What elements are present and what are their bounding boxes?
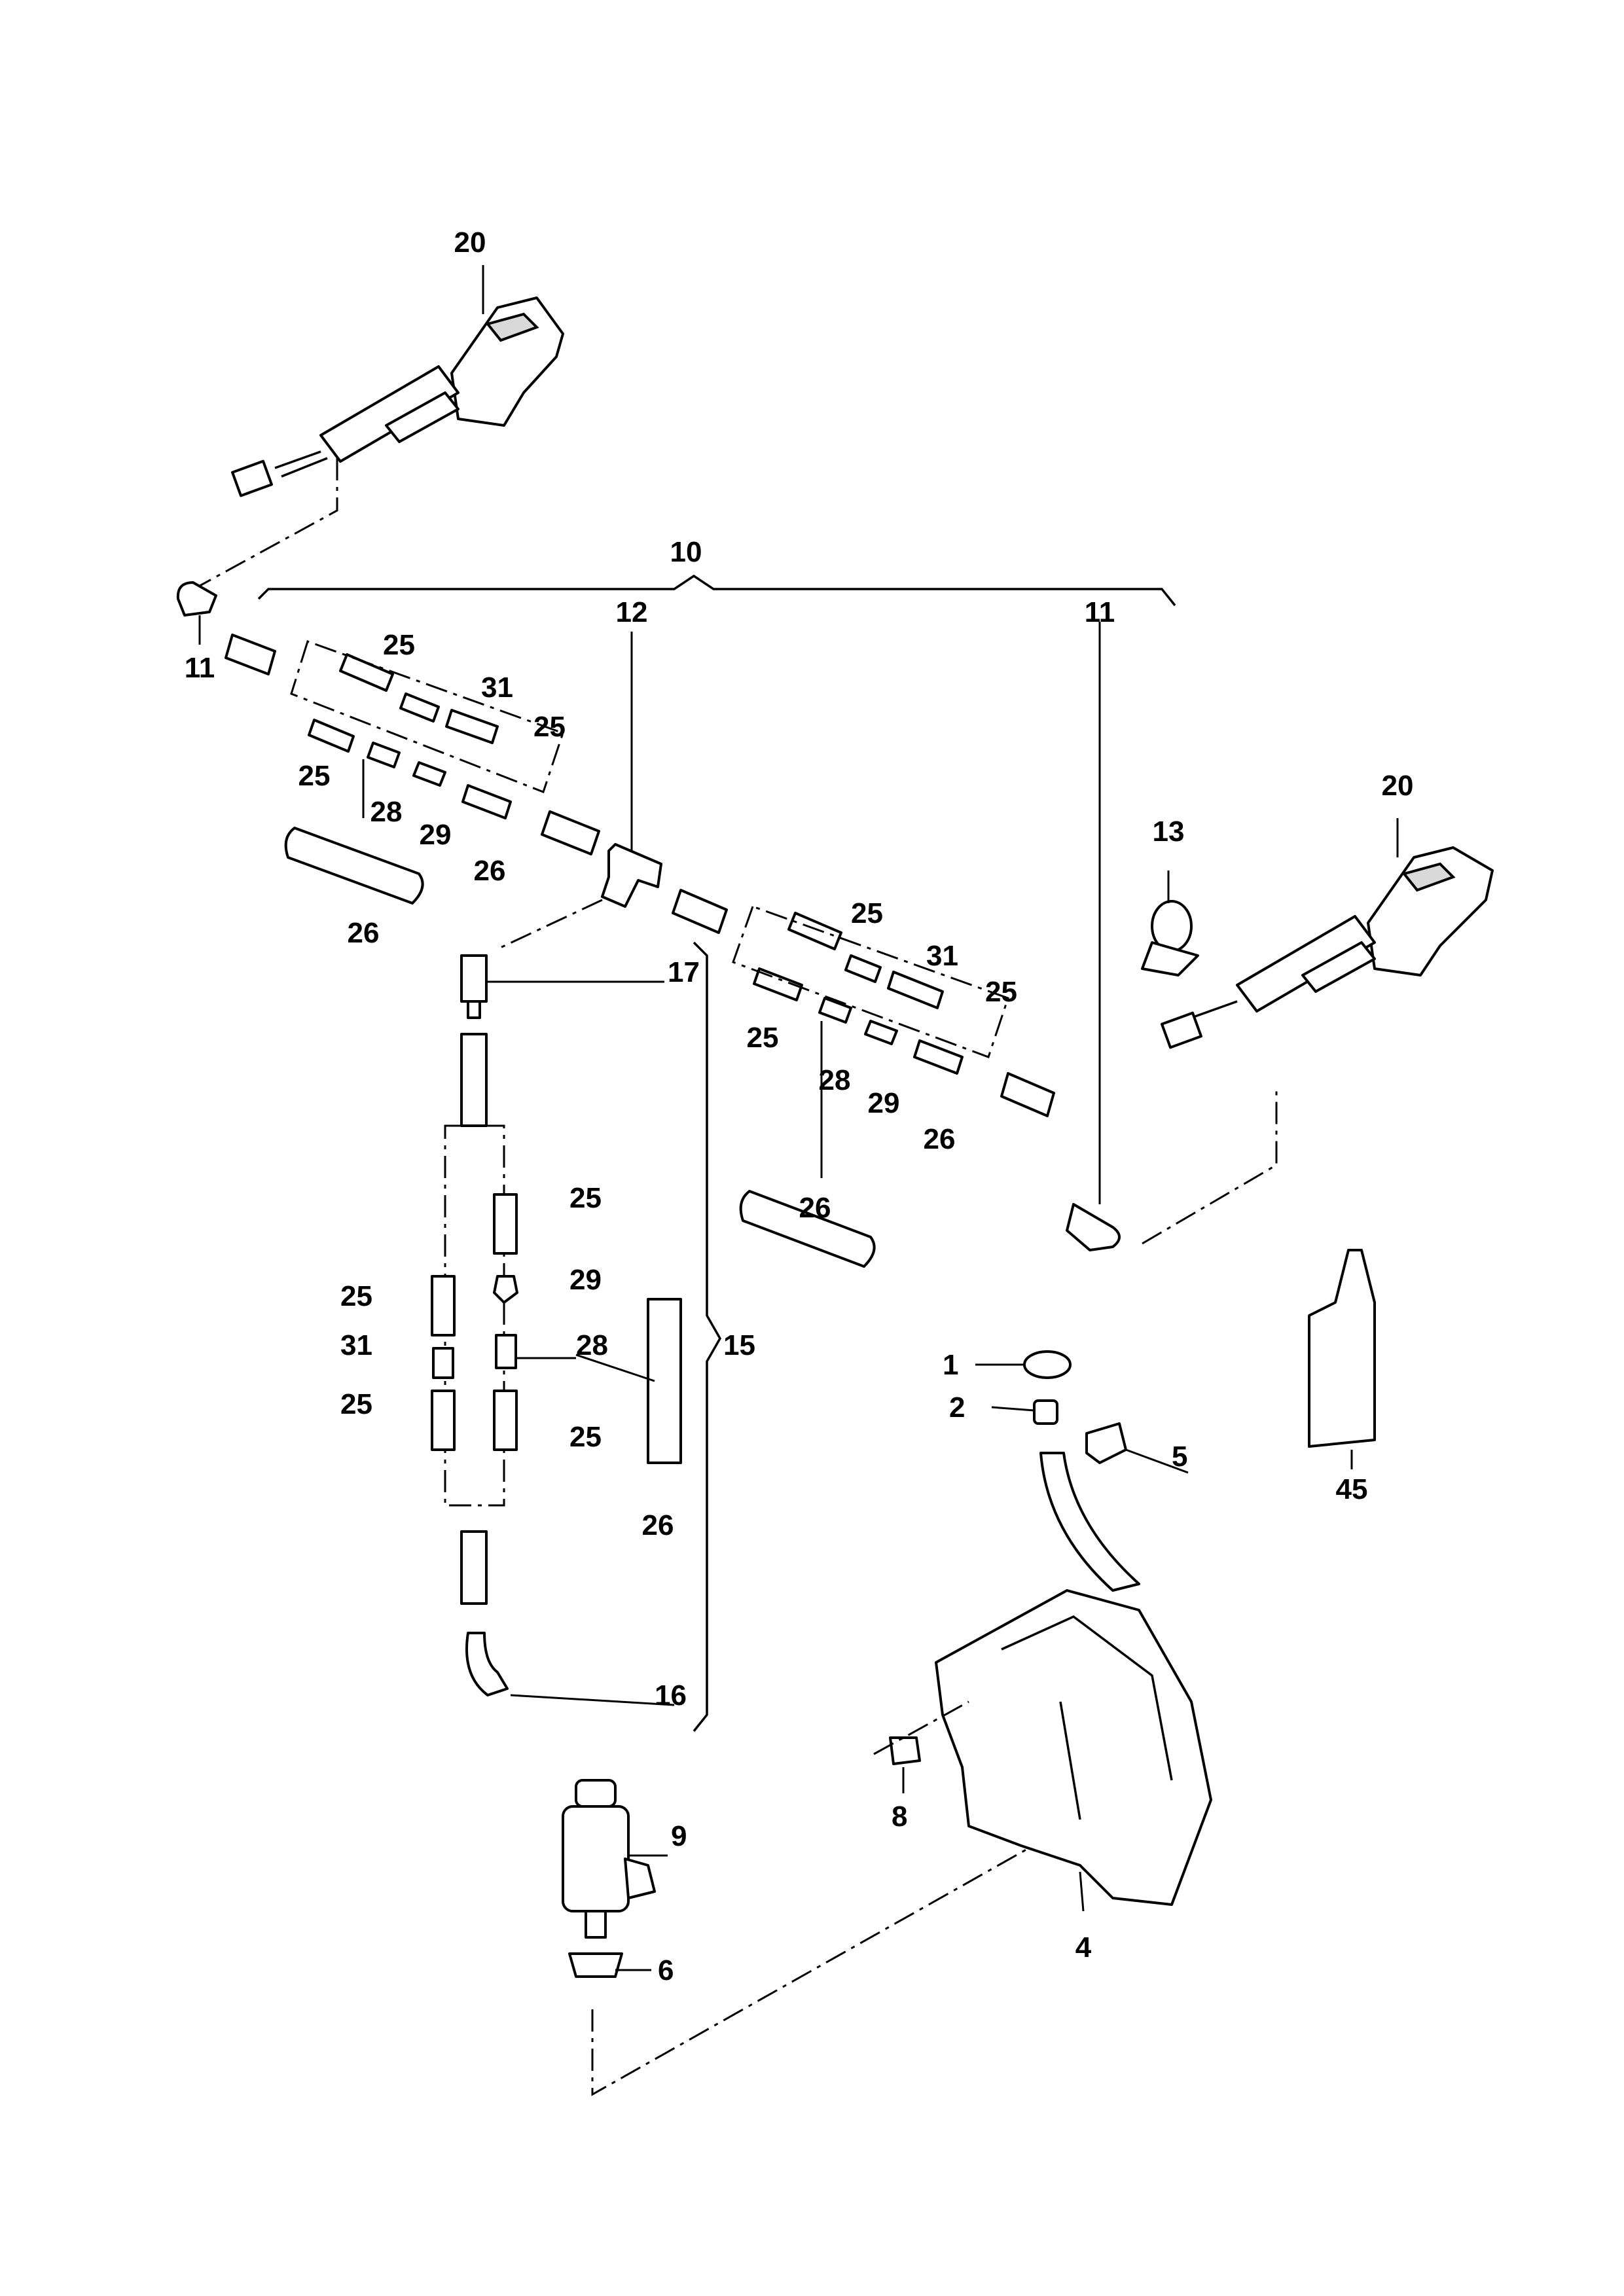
callout-25-f: 25: [747, 1022, 779, 1054]
callout-26-e: 26: [642, 1509, 674, 1541]
callout-5: 5: [1172, 1441, 1187, 1473]
callout-29-b: 29: [868, 1087, 900, 1119]
elbow-hose-left: [176, 581, 217, 617]
washer-fluid-bottle: [1308, 1249, 1376, 1448]
washer-reservoir: [935, 1589, 1212, 1906]
callout-28-b: 28: [819, 1064, 851, 1096]
callout-11-right: 11: [1085, 596, 1115, 628]
callout-16: 16: [655, 1679, 687, 1712]
callout-1: 1: [943, 1349, 958, 1381]
pump-grommet: [568, 1952, 623, 1978]
callout-12: 12: [616, 596, 648, 628]
callout-45: 45: [1336, 1473, 1368, 1505]
hose-clip: [1141, 900, 1199, 977]
filler-neck: [1039, 1452, 1140, 1592]
callout-17: 17: [668, 956, 700, 988]
callout-31-b: 31: [926, 940, 958, 972]
elbow-hose-right: [1066, 1203, 1121, 1251]
bracket-10: [257, 574, 1176, 607]
hose-assembly-right: [672, 889, 1055, 1268]
callout-29-c: 29: [569, 1264, 602, 1296]
bracket-15: [693, 941, 722, 1732]
callout-8: 8: [892, 1801, 907, 1833]
hose-assembly-vertical: [431, 954, 682, 1696]
callout-31-a: 31: [481, 672, 513, 704]
filler-seal: [1033, 1399, 1058, 1425]
callout-25-i: 25: [340, 1388, 372, 1420]
callout-20-right: 20: [1382, 770, 1414, 802]
callout-31-c: 31: [340, 1329, 372, 1361]
callout-26-d: 26: [799, 1192, 831, 1224]
callout-25-d: 25: [851, 897, 883, 929]
callout-25-e: 25: [985, 976, 1017, 1008]
nut-8: [889, 1736, 921, 1765]
level-sensor-clip: [1085, 1422, 1127, 1464]
callout-20-left: 20: [454, 226, 486, 259]
callout-26-c: 26: [924, 1123, 956, 1155]
callout-25-h: 25: [340, 1280, 372, 1312]
callout-25-c: 25: [298, 760, 331, 792]
callout-15: 15: [723, 1329, 755, 1361]
callout-26-b: 26: [348, 917, 380, 949]
callout-25-g: 25: [569, 1182, 602, 1214]
washer-pump: [562, 1779, 656, 1939]
callout-11-left: 11: [185, 652, 215, 684]
leader-lines: [198, 265, 1399, 1971]
callout-28-c: 28: [576, 1329, 608, 1361]
callout-13: 13: [1153, 816, 1185, 848]
washer-nozzle-right: [1161, 846, 1494, 1049]
callout-labels: 20 10 11 12 11 25 31 25 25 28 29 26 26 1…: [185, 226, 1414, 1986]
callout-29-a: 29: [420, 819, 452, 851]
callout-6: 6: [658, 1954, 674, 1986]
callout-28-a: 28: [370, 796, 403, 828]
washer-nozzle-left: [231, 296, 564, 497]
callout-25-j: 25: [569, 1421, 602, 1453]
callout-9: 9: [671, 1820, 687, 1852]
callout-26-a: 26: [474, 855, 506, 887]
t-piece-connector: [601, 843, 662, 908]
callout-25-a: 25: [383, 629, 415, 661]
filler-cap: [1023, 1350, 1072, 1379]
callout-25-b: 25: [533, 711, 566, 743]
hose-assembly-left: [225, 634, 600, 905]
callout-2: 2: [949, 1391, 965, 1424]
callout-10: 10: [670, 536, 702, 568]
callout-4: 4: [1075, 1931, 1092, 1964]
